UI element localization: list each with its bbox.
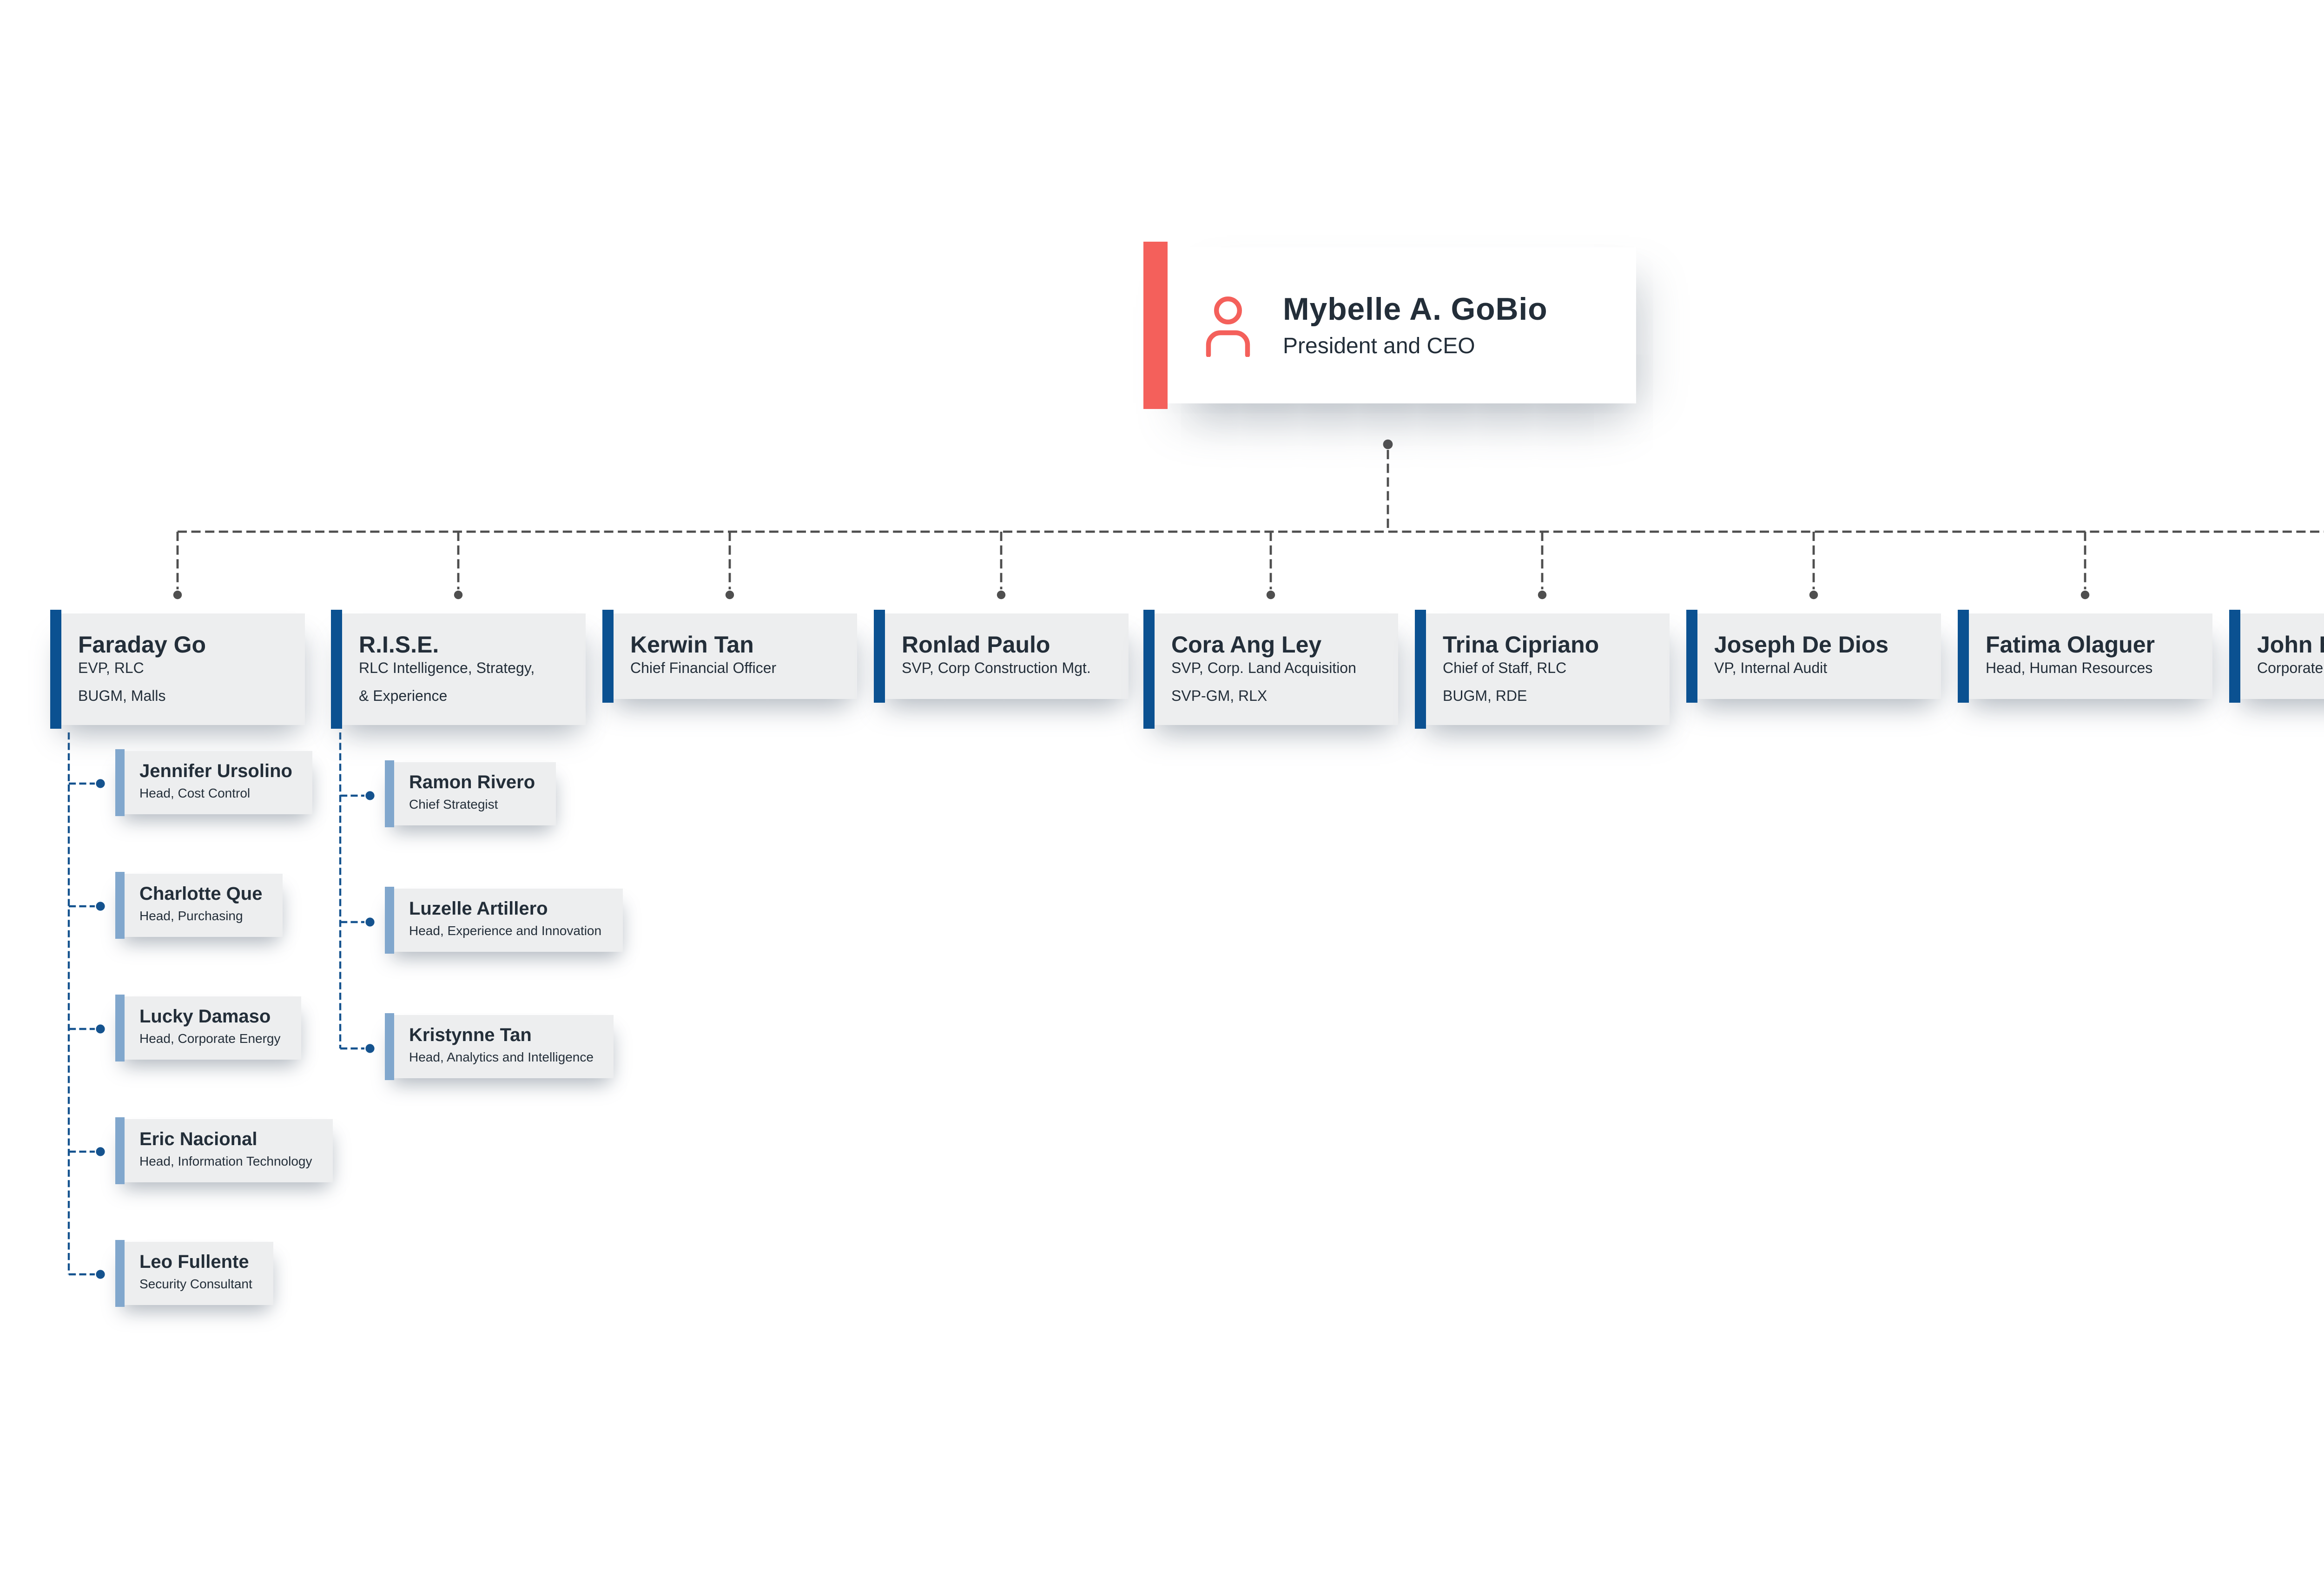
accent-bar [115,994,125,1061]
sub-name: Luzelle Artillero [409,900,548,920]
sub-title: Head, Analytics and Intelligence [409,1051,594,1064]
exec-card-cora-ang-ley[interactable]: Cora Ang Ley SVP, Corp. Land Acquisition… [1143,610,1398,729]
sub-card-jennifer-ursolino[interactable]: Jennifer Ursolino Head, Cost Control [115,748,313,816]
exec-title-2: SVP-GM, RLX [1171,687,1268,704]
sub-card-charlotte-que[interactable]: Charlotte Que Head, Purchasing [115,871,283,939]
accent-bar [1143,610,1155,729]
accent-bar [1686,610,1697,702]
sub-name: Leo Fullente [139,1253,249,1273]
accent-bar [1958,610,1969,702]
exec-card-trina-cipriano[interactable]: Trina Cipriano Chief of Staff, RLC BUGM,… [1415,610,1670,729]
accent-bar [874,610,885,702]
ceo-name: Mybelle A. GoBio [1283,292,1548,327]
sub-card-ramon-rivero[interactable]: Ramon Rivero Chief Strategist [385,759,556,827]
exec-title: VP, Internal Audit [1714,660,1828,677]
exec-title: RLC Intelligence, Strategy, [359,660,535,677]
exec-title: Chief Financial Officer [630,660,777,677]
exec-name: Ronlad Paulo [902,632,1050,658]
exec-name: Kerwin Tan [630,632,754,658]
sub-card-kristynne-tan[interactable]: Kristynne Tan Head, Analytics and Intell… [385,1012,614,1080]
accent-bar [385,886,394,954]
exec-title: EVP, RLC [78,660,144,677]
sub-name: Eric Nacional [139,1130,257,1151]
exec-title: SVP, Corp Construction Mgt. [902,660,1091,677]
exec-card-rise[interactable]: R.I.S.E. RLC Intelligence, Strategy, & E… [331,610,586,729]
sub-card-eric-nacional[interactable]: Eric Nacional Head, Information Technolo… [115,1116,333,1184]
exec-title-2: & Experience [359,687,448,704]
accent-bar [115,871,125,939]
sub-name: Jennifer Ursolino [139,762,292,783]
accent-bar [331,610,342,729]
exec-title: SVP, Corp. Land Acquisition [1171,660,1356,677]
sub-card-luzelle-artillero[interactable]: Luzelle Artillero Head, Experience and I… [385,886,622,954]
accent-bar [2229,610,2240,702]
ceo-title: President and CEO [1283,333,1475,359]
exec-title: Corporate Secretary [2257,660,2324,677]
exec-name: R.I.S.E. [359,632,439,658]
accent-bar [115,1239,125,1307]
sub-title: Head, Corporate Energy [139,1033,281,1046]
sub-name: Ramon Rivero [409,773,535,794]
exec-name: Joseph De Dios [1714,632,1889,658]
sub-name: Lucky Damaso [139,1008,271,1028]
exec-title: Head, Human Resources [1986,660,2153,677]
exec-card-john-evangelista[interactable]: John Evangelista Corporate Secretary [2229,610,2324,702]
accent-bar [115,1116,125,1184]
exec-name: Trina Cipriano [1443,632,1599,658]
exec-card-faraday-go[interactable]: Faraday Go EVP, RLC BUGM, Malls [50,610,305,729]
accent-bar [385,1012,394,1080]
sub-name: Charlotte Que [139,885,263,905]
sub-title: Head, Experience and Innovation [409,925,602,938]
exec-title: Chief of Staff, RLC [1443,660,1567,677]
exec-name: Faraday Go [78,632,206,658]
exec-name: John Evangelista [2257,632,2324,658]
exec-title-2: BUGM, Malls [78,687,166,704]
sub-name: Kristynne Tan [409,1026,532,1047]
exec-name: Cora Ang Ley [1171,632,1322,658]
sub-title: Chief Strategist [409,798,498,811]
ceo-card[interactable]: Mybelle A. GoBio President and CEO [1143,242,1636,409]
exec-name: Fatima Olaguer [1986,632,2155,658]
sub-card-lucky-damaso[interactable]: Lucky Damaso Head, Corporate Energy [115,994,301,1061]
accent-bar [385,759,394,827]
accent-bar [1415,610,1426,729]
sub-title: Security Consultant [139,1278,252,1291]
exec-card-joseph-de-dios[interactable]: Joseph De Dios VP, Internal Audit [1686,610,1941,702]
exec-card-fatima-olaguer[interactable]: Fatima Olaguer Head, Human Resources [1958,610,2212,702]
exec-card-kerwin-tan[interactable]: Kerwin Tan Chief Financial Officer [602,610,857,702]
accent-bar [50,610,61,729]
sub-title: Head, Purchasing [139,910,243,923]
person-icon [1203,295,1253,357]
sub-title: Head, Information Technology [139,1155,312,1168]
sub-title: Head, Cost Control [139,787,251,800]
exec-card-ronlad-paulo[interactable]: Ronlad Paulo SVP, Corp Construction Mgt. [874,610,1129,702]
sub-card-leo-fullente[interactable]: Leo Fullente Security Consultant [115,1239,273,1307]
accent-bar [115,748,125,816]
accent-bar [602,610,614,702]
ceo-accent-bar [1143,242,1168,409]
exec-title-2: BUGM, RDE [1443,687,1527,704]
